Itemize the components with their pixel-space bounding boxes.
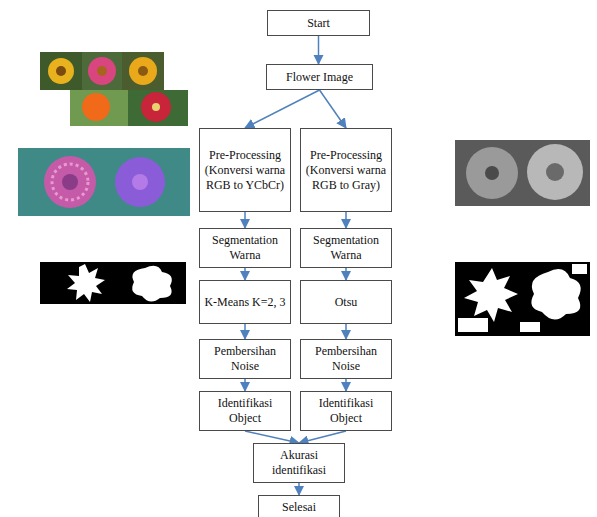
flower-photos (40, 52, 188, 126)
otsu-mask (455, 262, 590, 336)
flower (88, 57, 116, 85)
process-box: Segmentation Warna (199, 228, 291, 268)
photo (455, 262, 590, 336)
box-label: Flower Image (286, 70, 353, 85)
flower-center (56, 66, 66, 76)
box-label: Identifikasi Object (305, 396, 387, 426)
flower (141, 92, 171, 122)
petals (52, 164, 88, 200)
flower-center (152, 103, 160, 111)
process-box: Akurasi identifikasi (253, 443, 345, 483)
mask-shape (531, 269, 580, 319)
flow-arrow (299, 431, 346, 443)
box-label: Pre-Processing (Konversi warna RGB to Gr… (305, 148, 387, 193)
box-label: Start (307, 16, 330, 31)
flow-arrow (245, 431, 299, 443)
flower-center (132, 174, 148, 190)
noise (458, 318, 488, 332)
process-box: Pembersihan Noise (300, 339, 392, 379)
box-label: Pembersihan Noise (204, 344, 286, 374)
flow-arrow (345, 212, 347, 228)
photo (82, 52, 122, 90)
photo (70, 90, 128, 126)
process-box: Identifikasi Object (300, 391, 392, 431)
process-box: Identifikasi Object (199, 391, 291, 431)
flower-center (546, 163, 564, 181)
box-label: Selesai (282, 500, 316, 515)
flower (48, 58, 74, 84)
flow-arrow (244, 324, 246, 339)
photo (40, 52, 82, 90)
flower-center (138, 66, 148, 76)
box-label: Akurasi identifikasi (258, 448, 340, 478)
process-box: Pre-Processing (Konversi warna RGB to YC… (199, 128, 291, 212)
box-label: Segmentation Warna (204, 233, 286, 263)
box-label: Pembersihan Noise (305, 344, 387, 374)
mask-shape (464, 268, 518, 322)
flow-arrow (345, 379, 347, 391)
box-label: Identifikasi Object (204, 396, 286, 426)
box-label: Segmentation Warna (305, 233, 387, 263)
flower (466, 147, 518, 199)
process-box: K-Means K=2, 3 (199, 280, 291, 324)
terminal-box: Selesai (258, 495, 340, 517)
process-box: Flower Image (266, 64, 373, 90)
flower-center (97, 66, 107, 76)
flower (82, 93, 110, 121)
noise (520, 322, 540, 332)
flower-center (62, 174, 78, 190)
mask-shape (132, 266, 172, 302)
flow-arrow (345, 324, 347, 339)
terminal-box: Start (267, 10, 370, 36)
photo (40, 262, 186, 304)
process-box: Pre-Processing (Konversi warna RGB to Gr… (300, 128, 392, 212)
kmeans-mask (40, 262, 186, 304)
noise (572, 264, 587, 274)
photo (18, 148, 190, 216)
flower (129, 57, 157, 85)
flower (44, 156, 96, 208)
box-label: Otsu (335, 295, 358, 310)
gray-image (455, 140, 590, 206)
flow-arrow (345, 268, 347, 280)
photo (122, 52, 164, 90)
flow-arrow (244, 268, 246, 280)
process-box: Pembersihan Noise (199, 339, 291, 379)
mask-shape (67, 264, 105, 302)
process-box: Otsu (300, 280, 392, 324)
flow-arrow (298, 483, 300, 495)
photo (455, 140, 590, 206)
ycbcr-image (18, 148, 190, 216)
box-label: Pre-Processing (Konversi warna RGB to YC… (204, 148, 286, 193)
flower-center (485, 166, 499, 180)
box-label: K-Means K=2, 3 (204, 295, 285, 310)
flower (115, 157, 165, 207)
photo (128, 90, 188, 126)
flow-arrow (320, 90, 347, 128)
flow-arrow (245, 90, 320, 128)
process-box: Segmentation Warna (300, 228, 392, 268)
flow-arrow (244, 379, 246, 391)
flow-arrow (244, 212, 246, 228)
flower (527, 144, 583, 200)
flow-arrow (318, 36, 320, 64)
